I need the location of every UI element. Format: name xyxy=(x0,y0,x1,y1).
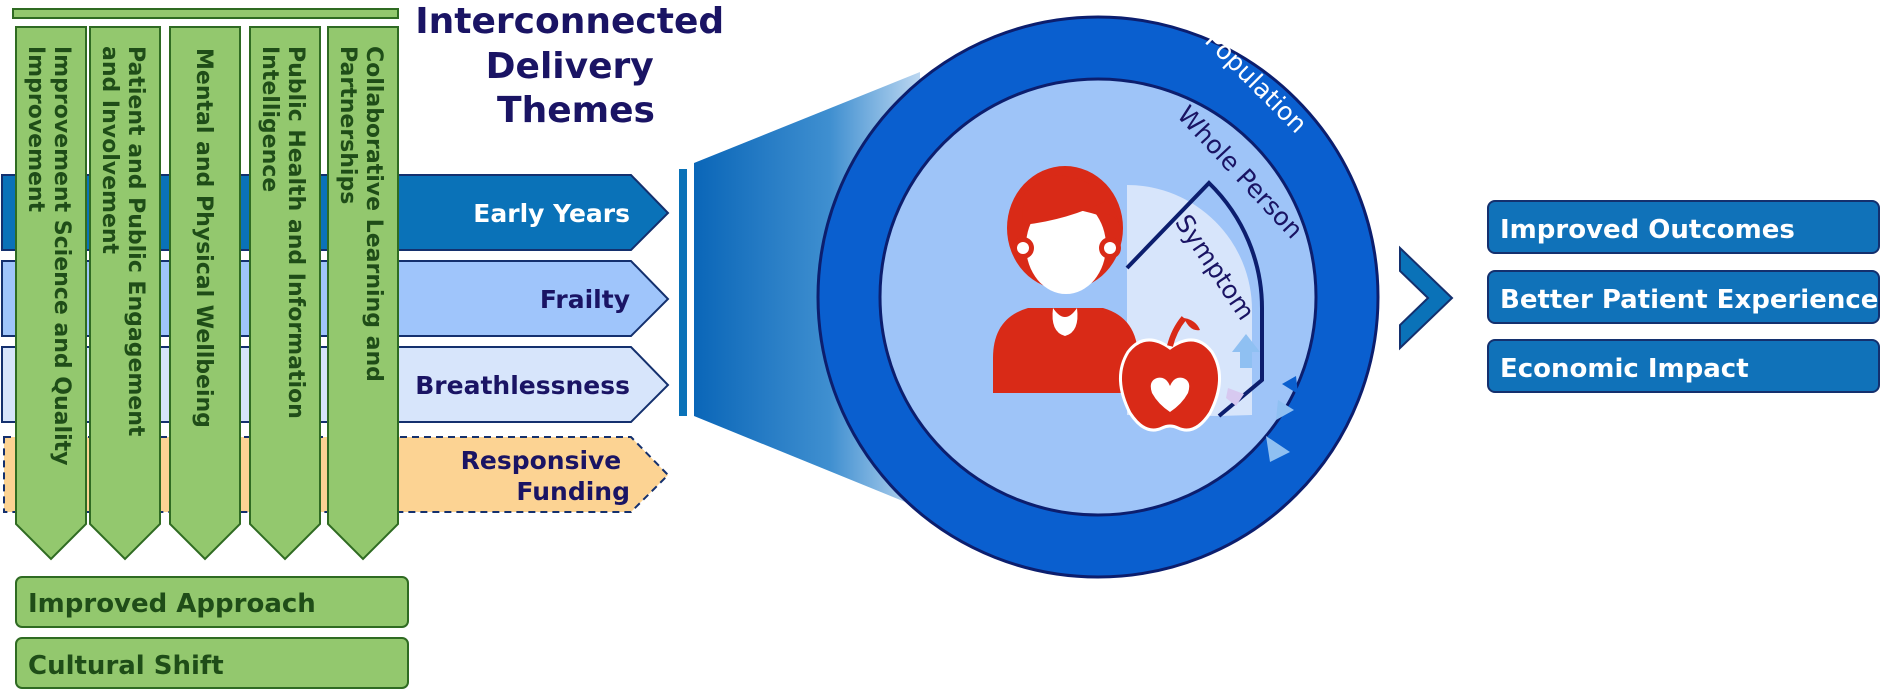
pillars: Improvement Science and Quality Improvem… xyxy=(15,26,399,561)
theme-label-breathlessness: Breathlessness xyxy=(415,371,630,400)
pillar-shape xyxy=(249,26,321,561)
pillar-improvement-science: Improvement Science and Quality Improvem… xyxy=(23,46,74,473)
pillar-collaborative-learning: Collaborative Learning and Partnerships xyxy=(335,46,386,390)
outcome-box-label: Economic Impact xyxy=(1500,354,1749,384)
pillar-shape xyxy=(89,26,161,561)
pillars-top-bar xyxy=(12,8,399,19)
diagram-title: Interconnected Delivery Themes xyxy=(415,1,736,131)
pillar-public-health: Public Health and Information Intelligen… xyxy=(257,46,308,426)
approach-box: Improved Approach xyxy=(15,576,409,628)
theme-label-frailty: Frailty xyxy=(540,285,630,314)
title-line-1: Interconnected xyxy=(415,1,724,42)
outcome-box: Better Patient Experience xyxy=(1487,270,1880,324)
outcome-box-label: Better Patient Experience xyxy=(1500,285,1878,315)
care-circle xyxy=(816,15,1380,579)
pillar-shape xyxy=(15,26,87,561)
title-line-2: Delivery xyxy=(486,46,654,87)
pillar-shape xyxy=(169,26,241,561)
symptom-wedge-outline xyxy=(1125,180,1265,418)
approach-box: Cultural Shift xyxy=(15,637,409,689)
outcome-box-label: Improved Outcomes xyxy=(1500,215,1795,245)
pillar-mental-physical-wellbeing: Mental and Physical Wellbeing xyxy=(191,48,216,428)
pillar-shape xyxy=(327,26,399,561)
pillar-patient-engagement: Patient and Public Engagement and Involv… xyxy=(97,46,148,444)
expand-arrows-icon xyxy=(1226,334,1298,462)
theme-label-responsive-funding: Responsive Funding xyxy=(461,446,630,506)
chevron-right-icon xyxy=(1399,245,1454,351)
funnel-bar xyxy=(679,169,687,416)
approach-box-label: Cultural Shift xyxy=(28,651,224,681)
theme-label-early-years: Early Years xyxy=(473,199,630,228)
approach-box-label: Improved Approach xyxy=(28,589,316,619)
person-icon xyxy=(993,166,1138,393)
apple-heart-icon xyxy=(1118,316,1222,432)
outcome-box: Economic Impact xyxy=(1487,339,1880,393)
outcome-box: Improved Outcomes xyxy=(1487,200,1880,254)
title-line-3: Themes xyxy=(497,90,655,131)
